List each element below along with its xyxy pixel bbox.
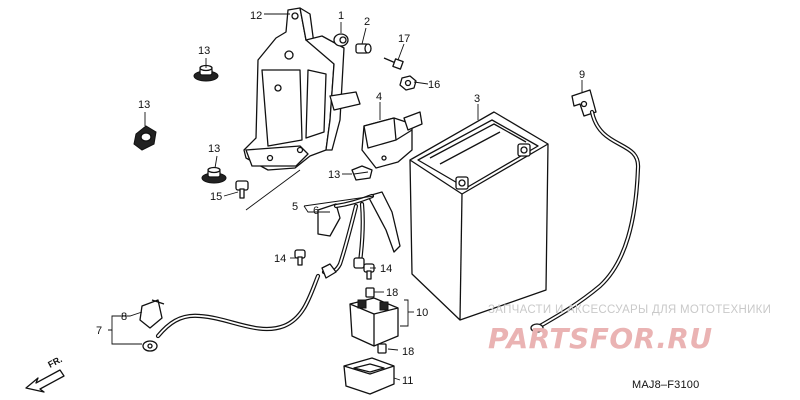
cushion-13-b (133, 125, 157, 151)
bolt-17 (383, 57, 404, 70)
callout-14-b: 14 (380, 263, 392, 275)
callout-13-c: 13 (208, 143, 220, 155)
front-direction-label: FR. (46, 354, 63, 370)
starter-cable-7 (139, 273, 321, 352)
front-direction-arrow: FR. (25, 354, 65, 393)
callout-17: 17 (398, 33, 410, 45)
callout-12: 12 (250, 10, 262, 22)
callout-10: 10 (416, 307, 428, 319)
bolt-14-b (363, 263, 375, 280)
watermark-tagline: ЗАПЧАСТИ И АКСЕССУАРЫ ДЛЯ МОТОТЕХНИКИ (488, 304, 771, 316)
callout-1: 1 (338, 10, 344, 22)
callout-18-b: 18 (402, 346, 414, 358)
bolt-15 (235, 180, 249, 199)
negative-cable-9 (530, 89, 641, 333)
callout-7: 7 (96, 325, 102, 337)
callout-2: 2 (364, 16, 370, 28)
callout-6: 6 (313, 205, 319, 217)
bolt-14-a (294, 249, 306, 266)
callouts: 12 1 2 17 16 13 13 13 13 4 3 9 15 5 6 14… (96, 10, 585, 387)
callout-11: 11 (402, 375, 413, 387)
callout-15: 15 (210, 191, 222, 203)
relay-box-4 (361, 111, 423, 169)
fuse-18-a (365, 287, 375, 298)
cushion-13-c (201, 166, 227, 184)
callout-13-b: 13 (138, 99, 150, 111)
callout-13-a: 13 (198, 45, 210, 57)
collar-2 (355, 43, 372, 54)
starter-relay-10 (349, 297, 399, 347)
battery-3 (409, 111, 549, 321)
diagram-code: MAJ8–F3100 (632, 379, 699, 391)
callout-9: 9 (579, 69, 585, 81)
callout-8: 8 (121, 311, 127, 323)
relay-cover-11 (343, 357, 395, 395)
cushion-13-d (351, 165, 373, 181)
callout-5: 5 (292, 201, 298, 213)
callout-3: 3 (474, 93, 480, 105)
grommet-1 (333, 33, 349, 47)
cushion-13-a (193, 64, 219, 82)
callout-4: 4 (376, 91, 382, 103)
nut-16 (399, 75, 417, 91)
watermark-logo: PARTSFOR.RU (488, 322, 713, 355)
fuse-18-b (377, 343, 387, 354)
watermark: ЗАПЧАСТИ И АКСЕССУАРЫ ДЛЯ МОТОТЕХНИКИ PA… (488, 304, 771, 355)
battery-bracket-12 (243, 7, 361, 171)
callout-16: 16 (428, 79, 440, 91)
leader-lines (108, 13, 583, 381)
callout-14-a: 14 (274, 253, 286, 265)
callout-13-d: 13 (328, 169, 340, 181)
callout-18-a: 18 (386, 287, 398, 299)
